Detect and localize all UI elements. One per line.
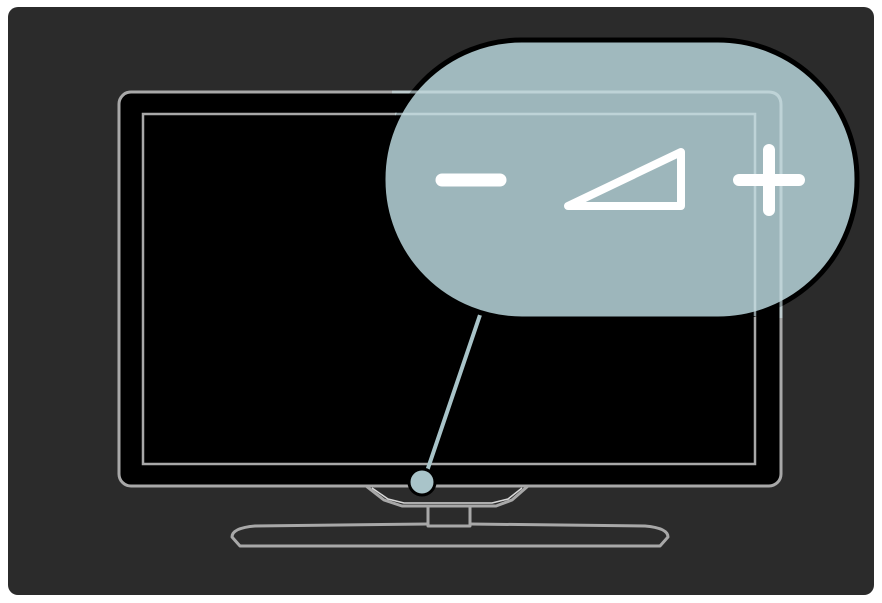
tv-control-button (409, 469, 435, 495)
volume-callout (383, 40, 857, 319)
